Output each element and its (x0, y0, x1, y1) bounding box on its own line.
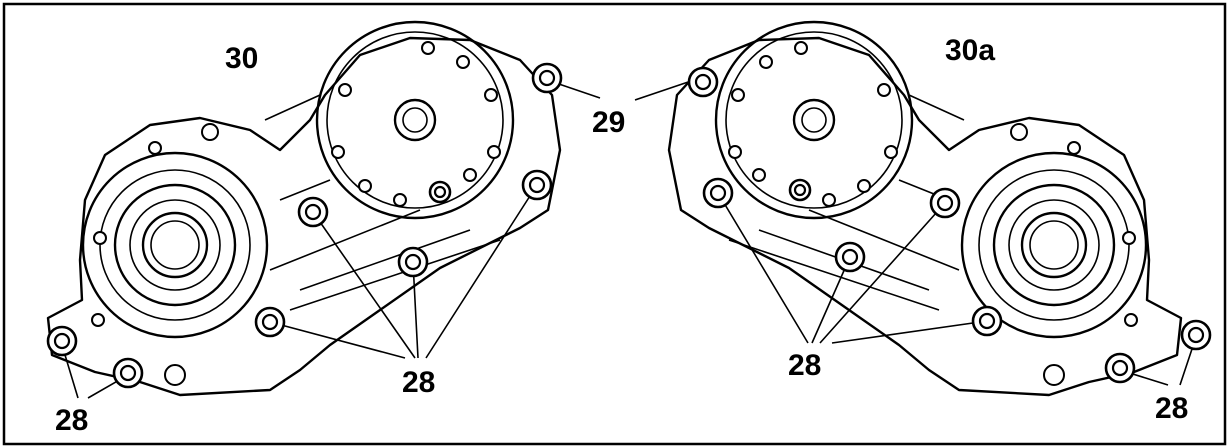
bolt-head-icon (112, 357, 144, 389)
bolt-head-icon (397, 246, 429, 278)
bolt-head-icon (428, 180, 452, 204)
label-upper-bolt: 29 (592, 106, 625, 139)
label-bolt-group-right-corner: 28 (1155, 392, 1188, 425)
label-bolt-group-right-center: 28 (788, 349, 821, 382)
bolt-head-icon (1180, 319, 1212, 351)
label-right-assembly: 30a (945, 34, 995, 67)
bolts (46, 62, 1212, 389)
label-bolt-group-left-center: 28 (402, 366, 435, 399)
bolt-head-icon (834, 241, 866, 273)
bolt-head-icon (929, 187, 961, 219)
label-bolt-group-left-corner: 28 (55, 404, 88, 437)
label-left-assembly: 30 (225, 42, 258, 75)
bolt-head-icon (1104, 352, 1136, 384)
bolt-head-icon (702, 177, 734, 209)
bolt-head-icon (788, 178, 812, 202)
bolt-head-icon (521, 169, 553, 201)
left-housing-assembly (46, 20, 562, 397)
bolt-head-icon (531, 62, 563, 94)
bolt-head-icon (297, 196, 329, 228)
right-housing-assembly (667, 20, 1183, 397)
bolt-head-icon (254, 306, 286, 338)
callout-labels: 30 30a 29 28 28 28 28 (55, 34, 1188, 437)
bolt-head-icon (971, 305, 1003, 337)
bolt-head-icon (46, 325, 78, 357)
bolt-head-icon (687, 66, 719, 98)
